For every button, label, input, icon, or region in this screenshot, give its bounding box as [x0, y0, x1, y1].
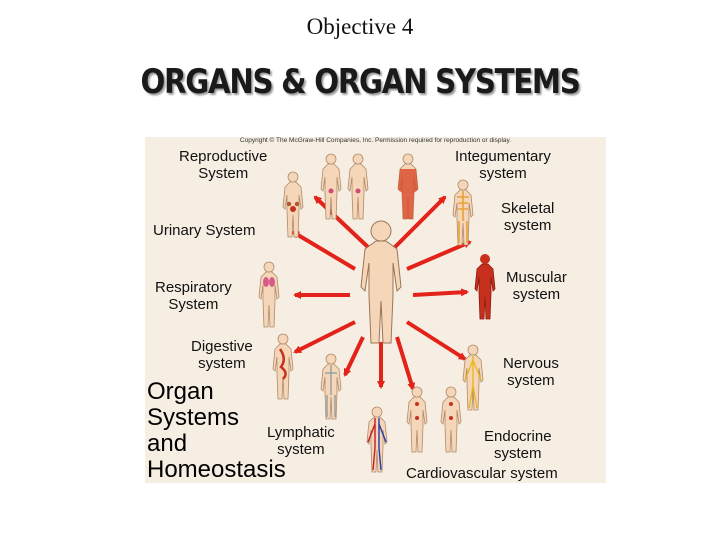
label-endocrine: Endocrine system — [484, 428, 552, 462]
central-body-figure — [360, 220, 402, 344]
label-cardiovascular: Cardiovascular system — [406, 465, 558, 482]
integumentary-figure — [397, 153, 419, 220]
digestive-figure — [272, 333, 294, 400]
organ-systems-figure: Copyright © The McGraw-Hill Companies, I… — [145, 137, 606, 483]
radiating-arrows — [291, 195, 472, 391]
cardiovascular-figure — [366, 406, 388, 473]
label-lymphatic: Lymphatic system — [267, 424, 335, 458]
label-urinary: Urinary System — [153, 222, 256, 239]
nervous-figure — [462, 344, 484, 411]
label-integumentary: Integumentary system — [455, 148, 551, 182]
label-respiratory: Respiratory System — [155, 279, 232, 313]
slide-subtitle: Objective 4 — [306, 14, 414, 39]
endocrine-figures — [406, 386, 462, 453]
label-digestive: Digestive system — [191, 338, 253, 372]
skeletal-figure — [452, 179, 474, 246]
label-reproductive: Reproductive System — [179, 148, 268, 182]
reproductive-figures — [282, 153, 369, 238]
label-nervous: Nervous system — [503, 355, 559, 389]
label-muscular: Muscular system — [506, 269, 567, 303]
urinary-figure — [286, 201, 300, 207]
respiratory-figure — [258, 261, 280, 328]
copyright-notice: Copyright © The McGraw-Hill Companies, I… — [239, 137, 512, 144]
slide-title: ORGANS & ORGAN SYSTEMS — [140, 62, 580, 102]
figure-illustration — [258, 153, 496, 473]
figure-heading: Organ Systems and Homeostasis — [147, 378, 286, 483]
lymphatic-figure — [320, 353, 342, 420]
label-skeletal: Skeletal system — [501, 200, 555, 234]
muscular-figure — [474, 254, 496, 320]
